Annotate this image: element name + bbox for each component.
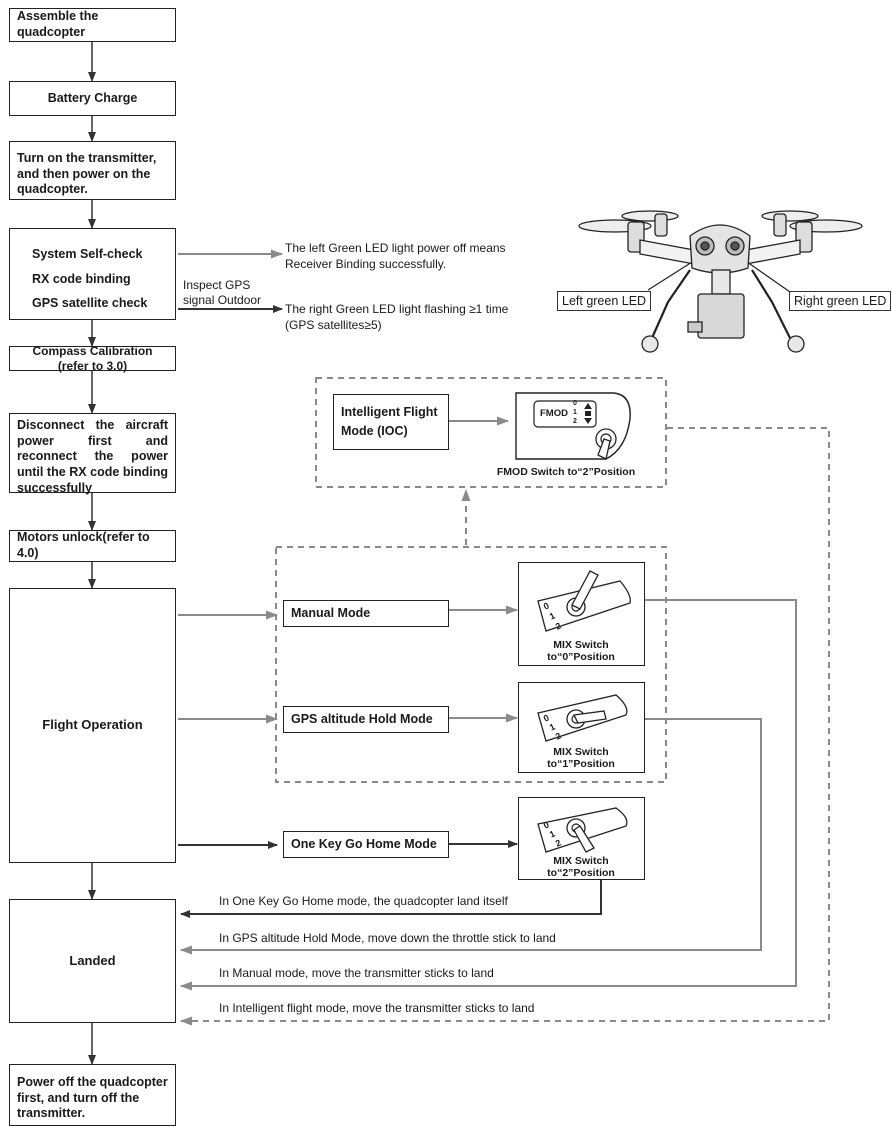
fmod-switch-icon <box>515 392 631 460</box>
mix0-caption-1: MIX Switch <box>553 639 609 651</box>
mode-gps-altitude-hold: GPS altitude Hold Mode <box>283 706 449 733</box>
fmod-pos-0: 0 <box>573 400 577 407</box>
mix2-caption-2: to“2”Position <box>547 867 615 879</box>
mix-switch-2-icon <box>537 807 628 853</box>
step-assemble: Assemble the quadcopter <box>9 8 176 42</box>
intelligent-return-line <box>180 427 830 1026</box>
home-return-line <box>180 880 602 918</box>
step-landed: Landed <box>9 899 176 1023</box>
step-power-off: Power off the quadcopter first, and turn… <box>9 1064 176 1126</box>
gps-check-label: GPS satellite check <box>32 296 148 310</box>
landing-note-intelligent: In Intelligent flight mode, move the tra… <box>219 1001 535 1015</box>
left-led-note-2: Receiver Binding successfully. <box>285 257 447 271</box>
mix-switch-1-panel: 0 1 2 MIX Switch to“1”Position <box>518 682 645 773</box>
mode-manual: Manual Mode <box>283 600 449 627</box>
mix1-caption-2: to“1”Position <box>547 758 615 770</box>
intelligent-dashed-box <box>315 377 667 488</box>
step-self-check-box: System Self-check RX code binding GPS sa… <box>9 228 176 320</box>
fmod-switch-panel: FMOD 0 1 2 <box>510 389 634 463</box>
inspect-gps-note-2: signal Outdoor <box>183 293 262 307</box>
step-compass-calibration: Compass Calibration (refer to 3.0) <box>9 344 176 373</box>
step-power-on: Turn on the transmitter, and then power … <box>9 141 176 200</box>
mix1-caption-1: MIX Switch <box>553 746 609 758</box>
mix-switch-1-icon <box>537 694 628 742</box>
mix0-caption-2: to“0”Position <box>547 651 615 663</box>
rx-binding-label: RX code binding <box>32 272 131 286</box>
landing-note-manual: In Manual mode, move the transmitter sti… <box>219 966 494 980</box>
left-green-led-label: Left green LED <box>557 291 652 311</box>
mix2-caption-1: MIX Switch <box>553 855 609 867</box>
manual-return-line <box>180 599 797 991</box>
step-reconnect: Disconnect the aircraft power first and … <box>9 413 176 495</box>
mix-switch-0-panel: 0 1 2 MIX Switch to“0”Position <box>518 562 645 666</box>
right-led-note-2: (GPS satellites≥5) <box>285 318 382 332</box>
mix-switch-2-panel: 0 1 2 MIX Switch to“2”Position <box>518 797 645 880</box>
step-flight-operation: Flight Operation <box>9 588 176 863</box>
landing-note-go-home: In One Key Go Home mode, the quadcopter … <box>219 894 508 908</box>
mode-one-key-go-home: One Key Go Home Mode <box>283 831 449 858</box>
fmod-pos-1: 1 <box>573 409 577 416</box>
mix-switch-0-icon <box>537 570 631 632</box>
inspect-gps-note-1: Inspect GPS <box>183 278 251 292</box>
step-battery-charge: Battery Charge <box>9 81 176 116</box>
left-led-note-1: The left Green LED light power off means <box>285 241 506 255</box>
mode-dashed-box <box>275 546 667 783</box>
gps-return-line <box>180 718 762 955</box>
right-green-led-label: Right green LED <box>789 291 892 311</box>
self-check-label: System Self-check <box>32 247 143 261</box>
right-led-note-1: The right Green LED light flashing ≥1 ti… <box>285 302 509 316</box>
step-motors-unlock: Motors unlock(refer to 4.0) <box>9 530 176 562</box>
quadcopter-illustration <box>578 210 863 353</box>
fmod-caption: FMOD Switch to“2”Position <box>496 466 636 478</box>
fmod-pos-2: 2 <box>573 418 577 425</box>
mode-intelligent-flight: Intelligent Flight Mode (IOC) <box>333 394 449 450</box>
fmod-label: FMOD <box>540 408 568 419</box>
landing-note-gps-hold: In GPS altitude Hold Mode, move down the… <box>219 931 556 945</box>
